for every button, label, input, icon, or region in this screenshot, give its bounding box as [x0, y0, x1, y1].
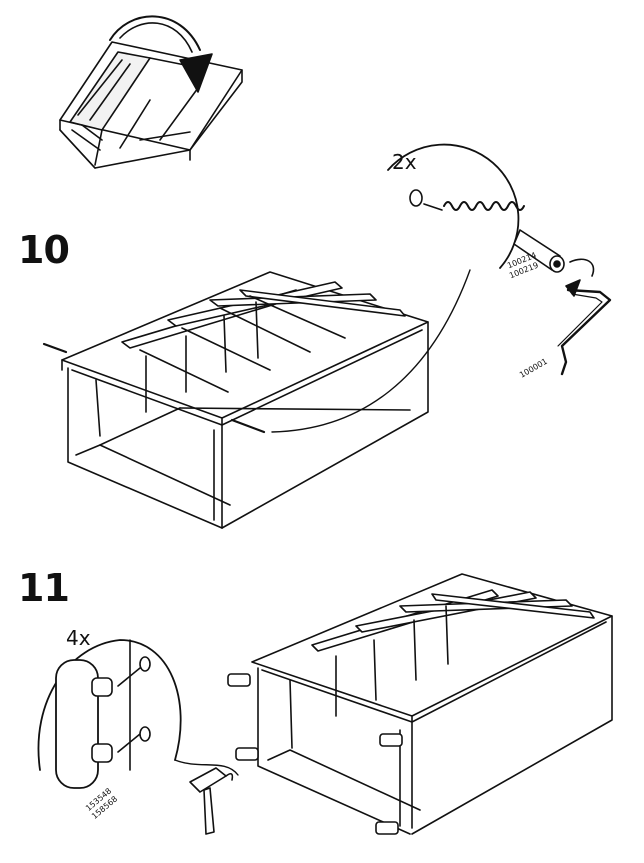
quantity-label-4x: 4x	[66, 626, 91, 650]
plastic-foot-icon	[55, 659, 113, 789]
step-number-11: 11	[18, 566, 70, 610]
step11-cabinet	[227, 573, 613, 835]
flip-cabinet-figure	[59, 41, 243, 169]
rotate-arrow-icon	[109, 15, 213, 93]
step-number-10: 10	[18, 228, 70, 272]
foot-callout	[37, 639, 239, 789]
step10-cabinet	[42, 271, 429, 529]
callout-line-10	[271, 269, 471, 433]
allen-key-icon	[557, 258, 612, 376]
cam-lock-dowel-icon	[423, 201, 565, 273]
hammer-icon	[189, 767, 234, 835]
quantity-label-2x: 2x	[392, 150, 417, 174]
cam-lock-callout	[387, 143, 565, 273]
